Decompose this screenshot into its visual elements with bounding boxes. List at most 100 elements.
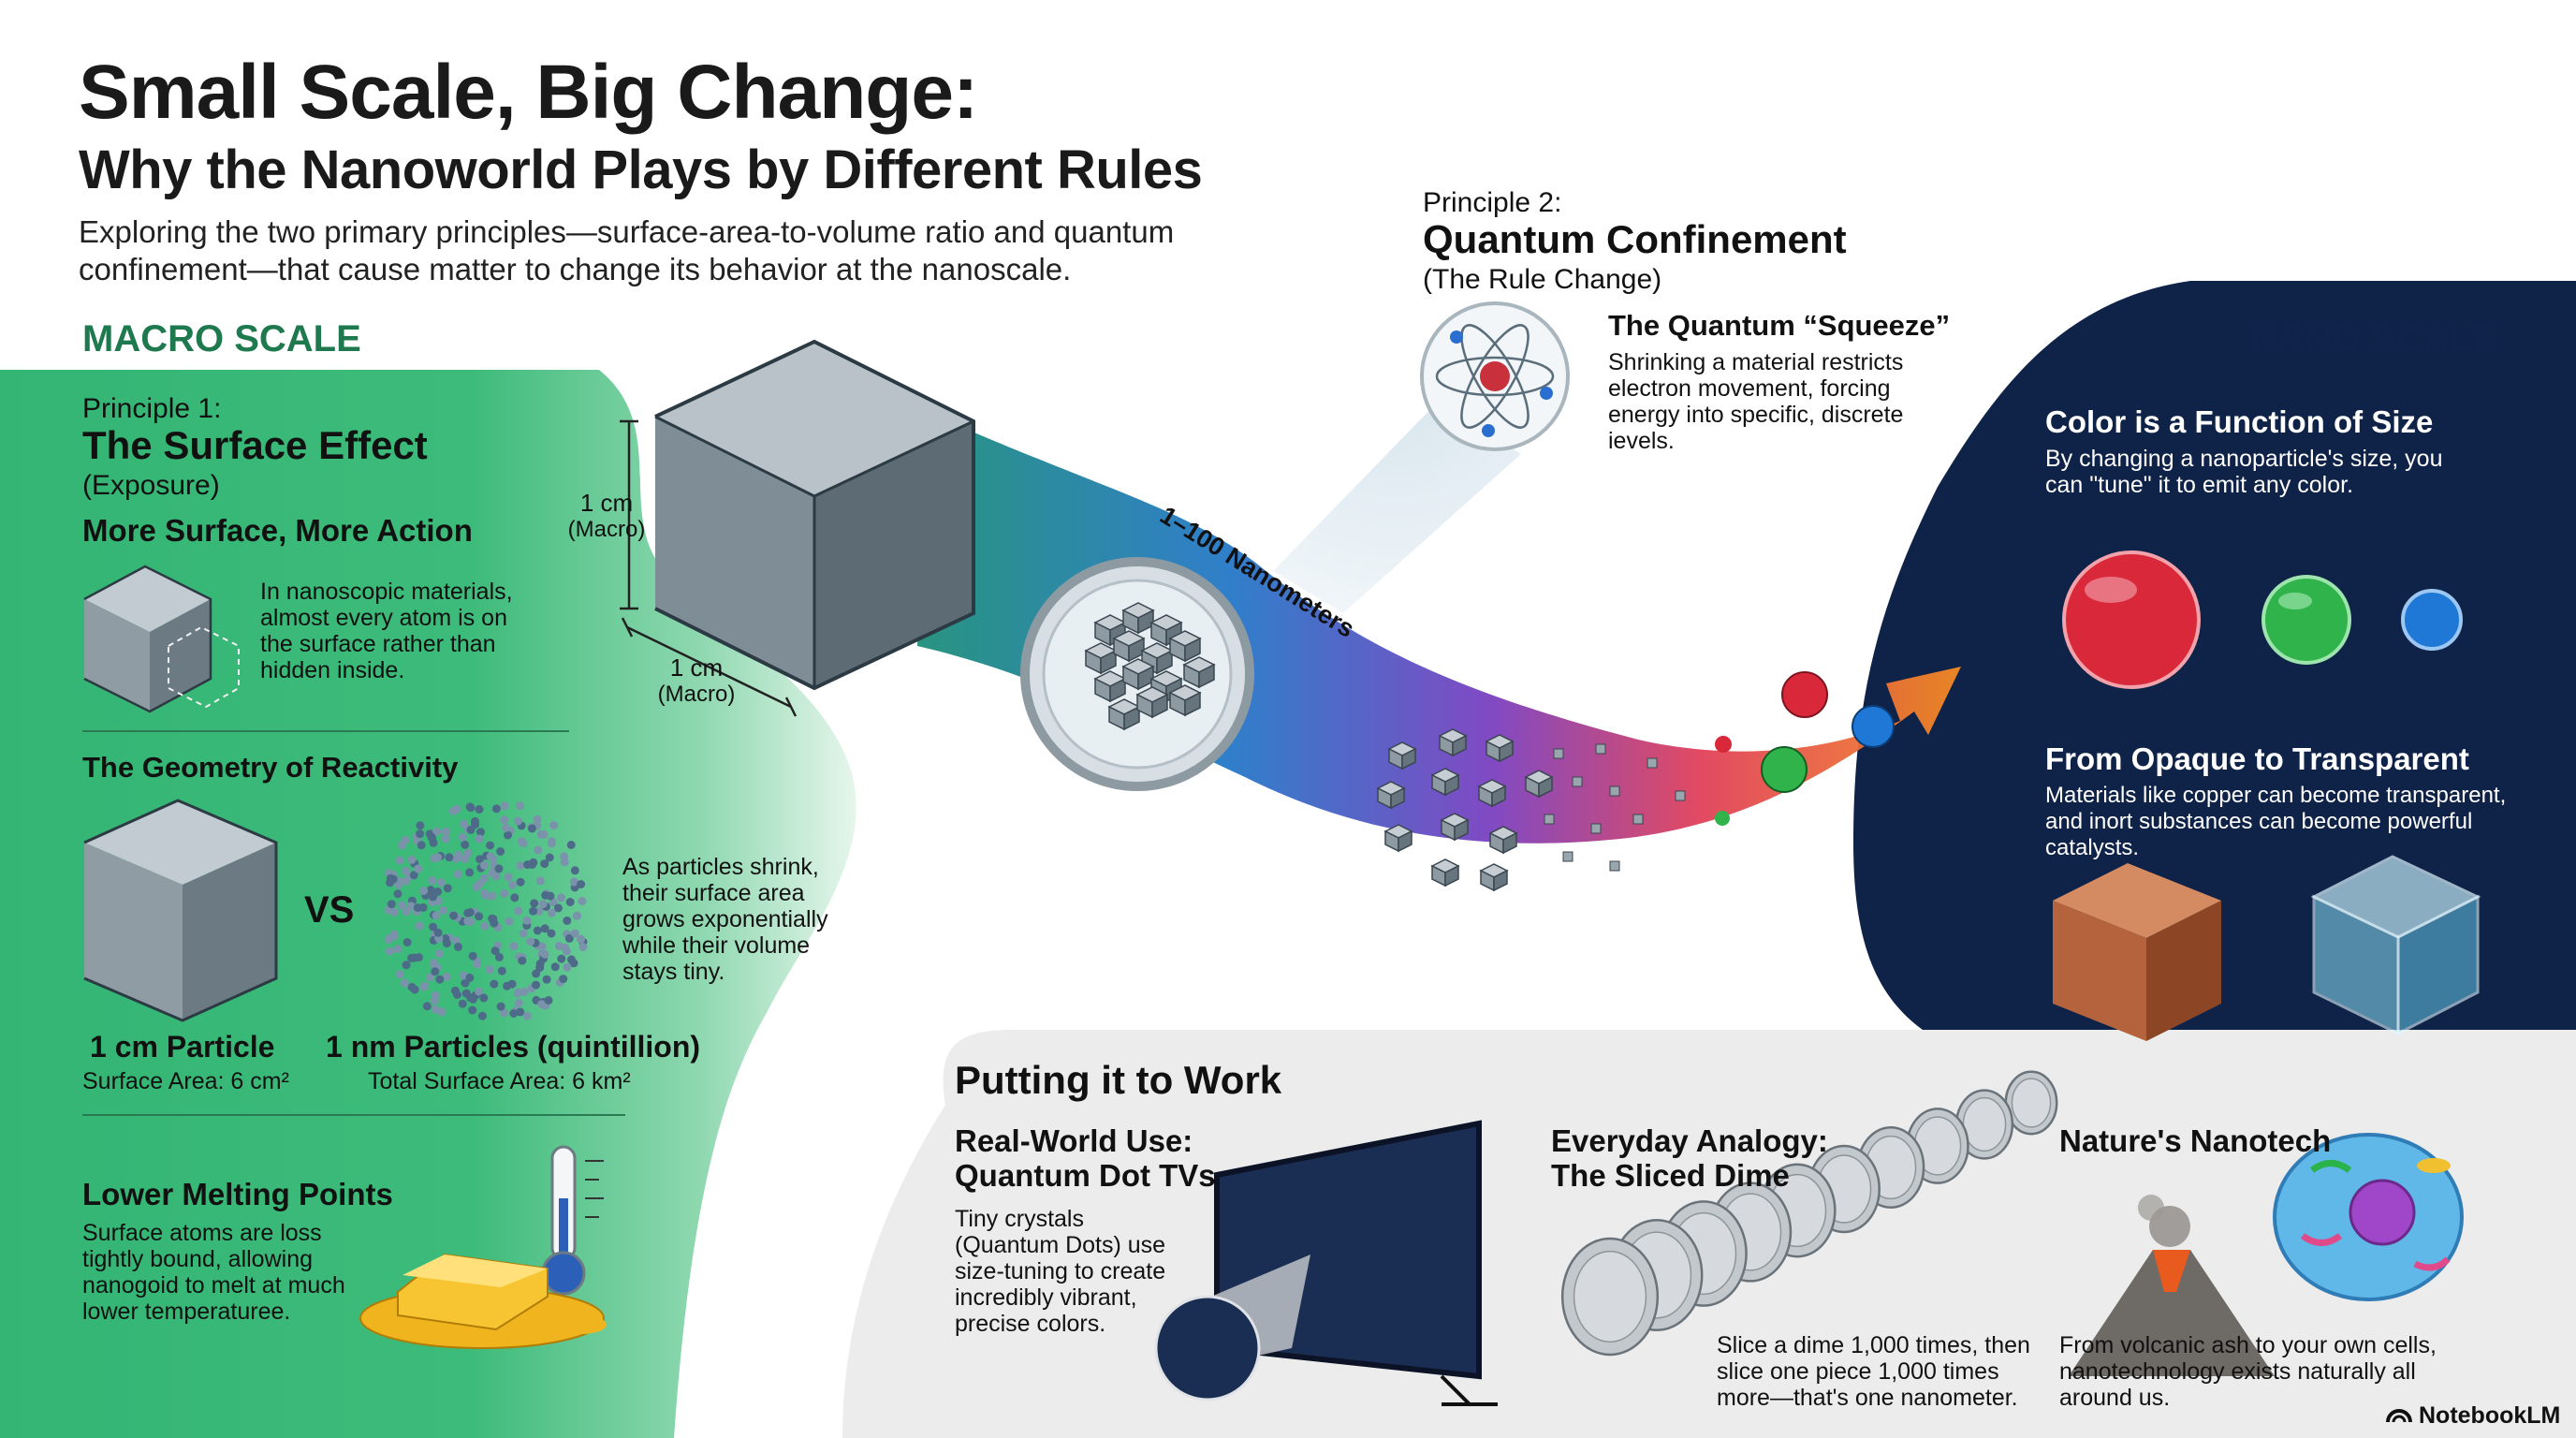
nano-particle xyxy=(480,888,490,898)
nano-particle xyxy=(532,980,540,990)
mini-cube xyxy=(1135,686,1169,719)
nano-square xyxy=(1632,814,1644,825)
nano-particles-icon xyxy=(384,801,588,1020)
nano-particle xyxy=(504,873,513,882)
nano-particle xyxy=(500,1008,508,1018)
nano-particle xyxy=(566,841,576,849)
melting-body: Surface atoms are loss tightly bound, al… xyxy=(82,1220,345,1325)
nano-particle xyxy=(395,970,404,979)
particle-cube xyxy=(1383,824,1413,853)
divider-2 xyxy=(82,1114,625,1116)
melting-heading: Lower Melting Points xyxy=(82,1177,393,1211)
nano-particle xyxy=(547,839,556,848)
particle-cube xyxy=(1488,826,1518,855)
nano-particle xyxy=(550,962,560,972)
nano-particle xyxy=(443,884,452,893)
nano-square xyxy=(1572,776,1583,787)
tv-icon xyxy=(1154,1120,1498,1406)
nano-particle xyxy=(520,988,529,996)
nano-particle xyxy=(414,864,423,873)
nano-particle xyxy=(476,879,485,888)
nano-particle xyxy=(537,1000,547,1009)
nano-particle xyxy=(400,978,409,988)
cube-width-label: 1 cm xyxy=(669,653,724,682)
nano-particle xyxy=(406,902,416,911)
nano-particle xyxy=(432,911,441,920)
nano-particle xyxy=(435,975,445,984)
ribbon-dot-small-red xyxy=(1715,736,1732,753)
nano-particle xyxy=(496,1002,505,1011)
nano-particle xyxy=(395,856,404,865)
nano-particle xyxy=(502,823,511,832)
nano-particle xyxy=(417,841,426,850)
particle-cube xyxy=(1485,734,1515,763)
dime-body-2: slice one piece 1,000 times xyxy=(1717,1358,1999,1385)
nano-particle xyxy=(540,949,549,959)
macro-cube-icon xyxy=(654,339,975,691)
nano-particle xyxy=(413,903,422,913)
nano-particle xyxy=(441,934,450,943)
particle-cube xyxy=(1438,728,1468,757)
dime-icon xyxy=(1560,1070,2058,1357)
nano-particle xyxy=(475,912,484,921)
nano-particle xyxy=(426,973,435,982)
nano-particle xyxy=(559,975,568,984)
nano-particle xyxy=(458,999,467,1008)
ribbon-dot-red xyxy=(1781,671,1828,718)
nano-particle xyxy=(436,878,446,888)
principle-2-title: Quantum Confinement xyxy=(1423,217,1847,261)
nano-particle xyxy=(490,918,499,928)
nano-particle xyxy=(431,967,440,976)
nano-particle xyxy=(547,908,556,917)
nano-particle xyxy=(560,852,569,861)
more-surface-body: In nanoscopic materials, almost every at… xyxy=(260,579,513,683)
principle-2-number: Principle 2: xyxy=(1423,187,1562,218)
nano-particle xyxy=(479,993,489,1003)
nano-particle xyxy=(465,868,475,877)
tv-heading-1: Real-World Use: xyxy=(955,1123,1193,1158)
nano-particle xyxy=(451,854,461,863)
nano-particle xyxy=(460,819,469,829)
nano-particle xyxy=(504,830,513,840)
notebooklm-icon xyxy=(2386,1409,2412,1423)
mini-cube xyxy=(1084,642,1118,675)
nano-particle xyxy=(534,906,544,916)
nano-particle xyxy=(534,845,543,855)
mini-cube xyxy=(1168,684,1202,717)
mini-cube xyxy=(1121,658,1155,691)
nano-particle xyxy=(557,893,566,902)
dime-heading-1: Everyday Analogy: xyxy=(1551,1123,1828,1158)
nano-particle xyxy=(507,880,517,889)
nano-square xyxy=(1647,757,1658,769)
mini-cube xyxy=(1112,630,1146,663)
nano-particle xyxy=(562,946,571,956)
mini-cube xyxy=(1121,602,1155,635)
nano-particle xyxy=(530,899,539,908)
nano-particle xyxy=(468,1005,477,1015)
nano-particle xyxy=(513,816,522,826)
tv-heading-2: Quantum Dot TVs xyxy=(955,1158,1216,1193)
zoom-beam xyxy=(1273,398,1521,613)
cube-height-sub: (Macro) xyxy=(567,517,646,542)
nano-particle xyxy=(509,942,519,951)
dime-heading-2: The Sliced Dime xyxy=(1551,1158,1790,1193)
nano-particle xyxy=(389,932,399,941)
nano-particle xyxy=(397,901,406,910)
nano-particle xyxy=(429,892,437,902)
nano-particle xyxy=(573,911,581,920)
nano-particle xyxy=(437,1007,446,1017)
nano-particle xyxy=(518,956,527,965)
nano-particle xyxy=(519,929,528,938)
cube-width-sub: (Macro) xyxy=(657,682,736,707)
nano-particle xyxy=(461,989,471,998)
nano-particle xyxy=(453,990,461,999)
nano-particle xyxy=(387,900,396,909)
nano-particle xyxy=(542,975,551,984)
nano-square xyxy=(1675,790,1686,801)
particle-cube xyxy=(1440,813,1470,842)
atom-icon xyxy=(1420,301,1570,451)
intro-line-2: confinement—that cause matter to change … xyxy=(79,252,1072,286)
nano-scale-label: NANO SCALE xyxy=(2250,318,2498,360)
nano-particle xyxy=(544,996,553,1005)
squeeze-body: Shrinking a material restricts electron … xyxy=(1608,349,1904,454)
